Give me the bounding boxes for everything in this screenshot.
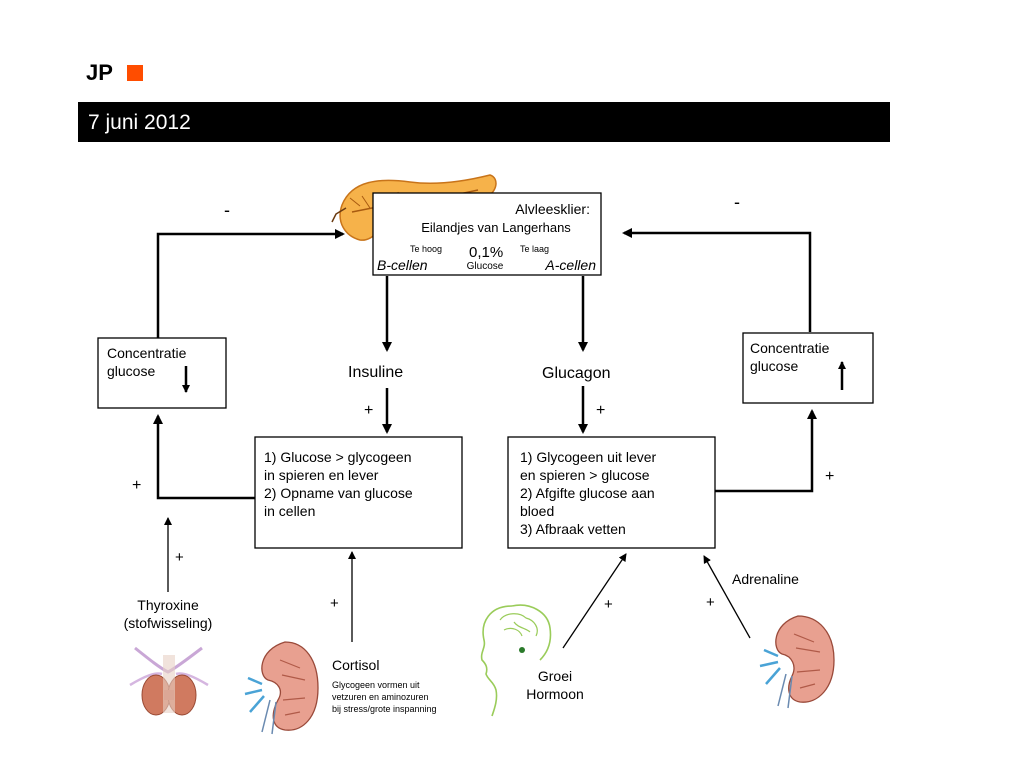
left-concentration-line2: glucose [107, 363, 155, 379]
glucagon-effect-line: 2) Afgifte glucose aan [520, 485, 655, 501]
header-logo: JP [86, 60, 143, 86]
right-concentration-line1: Concentratie [750, 340, 830, 356]
glucagon-effect-line: bloed [520, 503, 554, 519]
glucagon-effect-line: 3) Afbraak vetten [520, 521, 626, 537]
date-text: 7 juni 2012 [88, 111, 191, 134]
left-feedback-arrow [156, 229, 345, 338]
insuline-effect-line: 1) Glucose > glycogeen [264, 449, 411, 465]
insuline-to-concentration-arrow [153, 414, 255, 500]
kidney-illustration-right [759, 615, 835, 709]
adrenaline-sign: + [706, 594, 715, 611]
a-cells-label: A-cellen [544, 257, 596, 273]
insuline-effect-line: in spieren en lever [264, 467, 379, 483]
groei-arrow [562, 553, 627, 649]
left-concentration-line1: Concentratie [107, 345, 187, 361]
insuline-effect-box [254, 436, 463, 549]
groei-sublabel: Hormoon [526, 686, 584, 702]
cortisol-sign: + [330, 595, 339, 612]
cortisol-desc: vetzuren en aminozuren [332, 692, 429, 702]
glucose-small-label: Glucose [467, 261, 504, 272]
insuline-label: Insuline [348, 364, 403, 381]
thyroxine-label: Thyroxine [137, 597, 199, 613]
insuline-effect-line: 2) Opname van glucose [264, 485, 413, 501]
date-bar: 7 juni 2012 [78, 102, 890, 142]
right-concentration-line2: glucose [750, 358, 798, 374]
insuline-effect-line: in cellen [264, 503, 315, 519]
glucagon-sign: + [596, 402, 605, 419]
right-plus-sign: + [825, 468, 834, 485]
pancreas-title: Alvleesklier: [515, 201, 590, 217]
left-plus-sign: + [132, 477, 141, 494]
cortisol-desc: Glycogeen vormen uit [332, 680, 420, 690]
adrenaline-arrow [703, 555, 751, 639]
right-feedback-sign: - [734, 192, 740, 212]
left-concentration-box [97, 337, 227, 409]
glucagon-effect-box [507, 436, 716, 549]
b-cells-label: B-cellen [377, 257, 428, 273]
glucagon-effect-line: 1) Glycogeen uit lever [520, 449, 657, 465]
groei-label: Groei [538, 668, 572, 684]
thyroid-illustration [129, 646, 209, 716]
left-feedback-sign: - [224, 200, 230, 220]
thyroxine-sign: + [175, 549, 184, 566]
logo-text: JP [86, 60, 113, 85]
logo-square-icon [126, 65, 143, 81]
glucose-value: 0,1% [469, 244, 503, 261]
right-feedback-arrow [622, 228, 812, 332]
glucagon-to-concentration-arrow [715, 409, 817, 493]
thyroxine-sublabel: (stofwisseling) [124, 615, 213, 631]
cortisol-desc: bij stress/grote inspanning [332, 704, 437, 714]
insuline-sign: + [364, 402, 373, 419]
right-concentration-box [742, 332, 874, 404]
kidney-illustration-left [244, 641, 319, 735]
head-brain-illustration [480, 604, 552, 717]
glucagon-effect-line: en spieren > glucose [520, 467, 650, 483]
low-label: Te laag [520, 244, 549, 254]
langerhans-label: Eilandjes van Langerhans [421, 220, 571, 235]
adrenaline-label: Adrenaline [732, 571, 799, 587]
high-label: Te hoog [410, 244, 442, 254]
pancreas-box [372, 192, 602, 276]
groei-sign: + [604, 596, 613, 613]
cortisol-label: Cortisol [332, 657, 379, 673]
glucagon-label: Glucagon [542, 365, 611, 382]
